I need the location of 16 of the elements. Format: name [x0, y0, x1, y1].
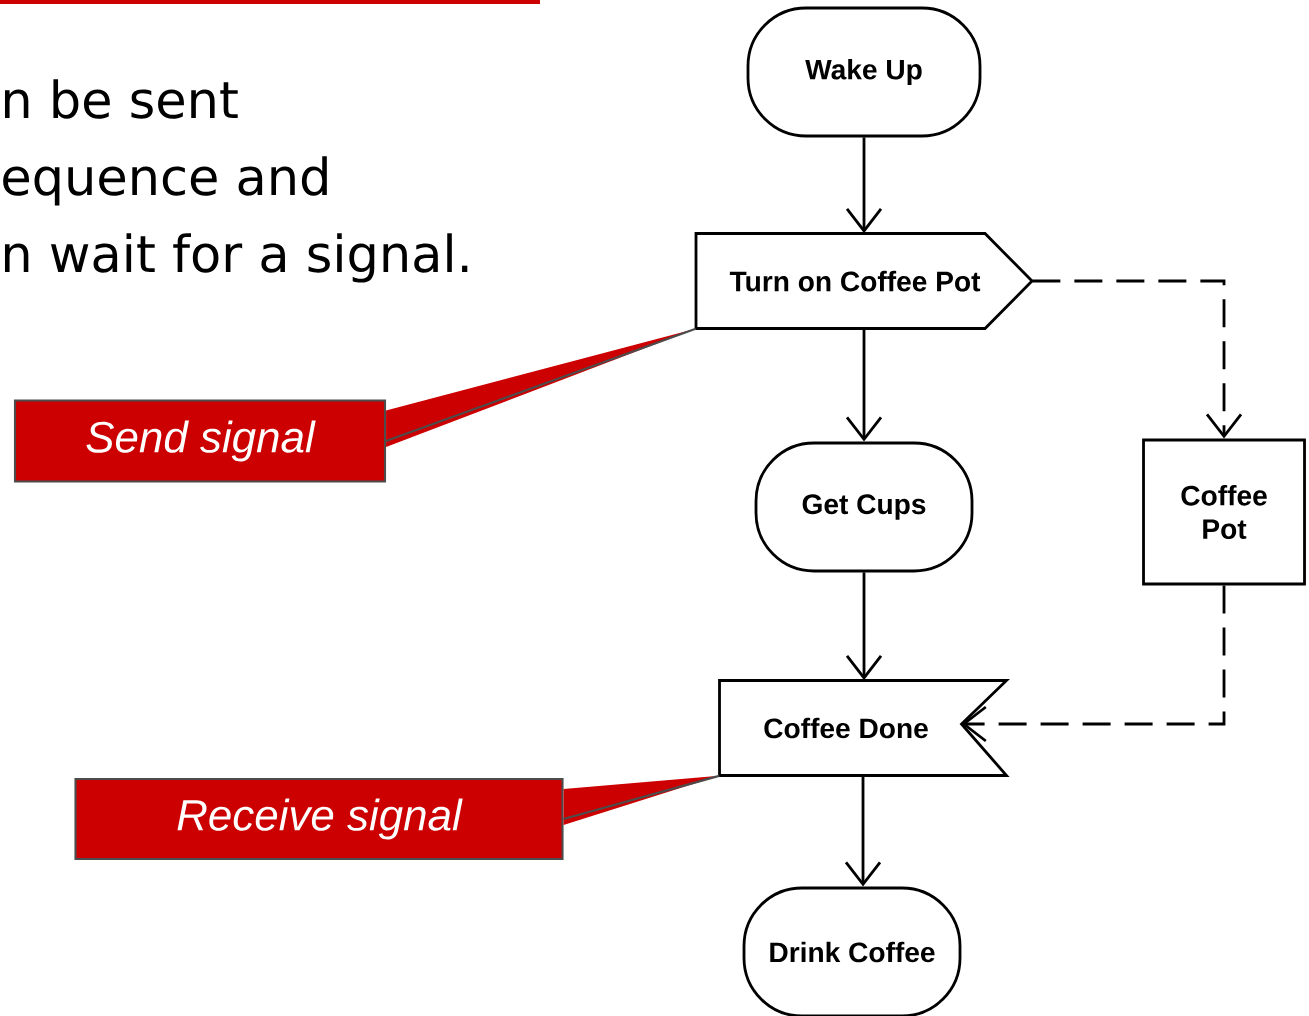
activity-box: Get Cups [754, 441, 974, 573]
arrow [845, 572, 883, 681]
body-text: n be sent [5, 79, 238, 119]
activity-box: Drink Coffee [742, 886, 962, 1016]
body-text: equence and [3, 156, 327, 206]
callout-pointer [385, 327, 696, 447]
arrow [844, 775, 882, 887]
arrow [1032, 279, 1243, 439]
arrow [845, 328, 883, 442]
activity-box: Wake Up [746, 6, 982, 138]
callout-box: Send signal [13, 399, 387, 483]
arrow [845, 137, 883, 234]
object-box: Coffee Pot [1142, 438, 1306, 586]
arrow [961, 585, 1226, 743]
body-text: n wait for a signal. [5, 233, 468, 283]
callout-pointer [563, 774, 720, 825]
